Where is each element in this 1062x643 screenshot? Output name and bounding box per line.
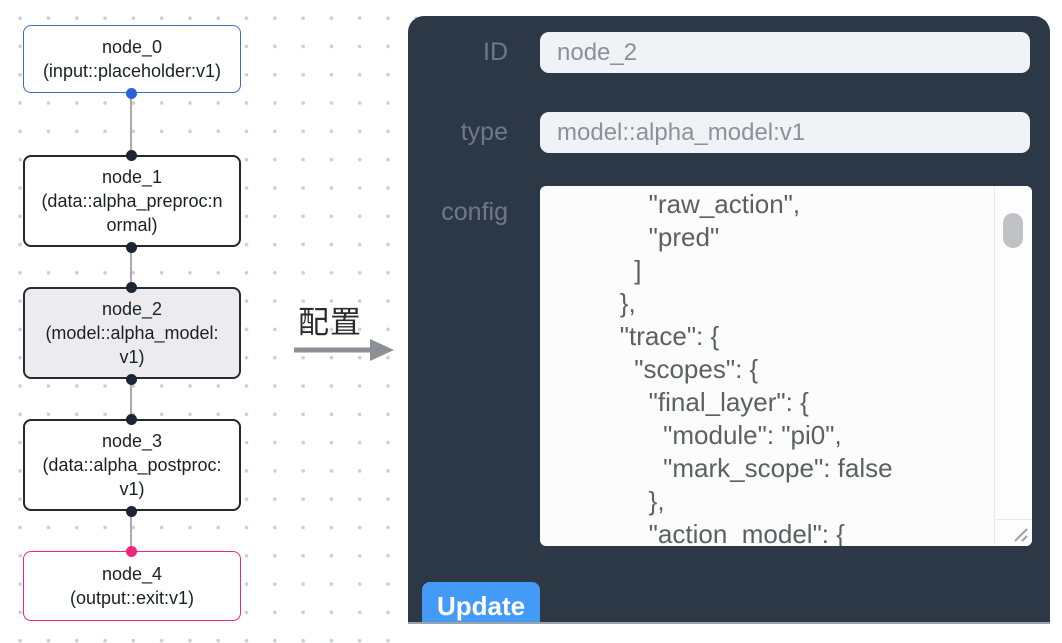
flow-node-4[interactable]: node_4 (output::exit:v1)	[23, 551, 241, 621]
edge-node3-node4	[130, 511, 132, 551]
node-title: node_0	[101, 37, 163, 57]
canvas-margin	[1050, 0, 1062, 643]
id-field-label: ID	[483, 38, 508, 66]
edge-node0-node1	[130, 93, 132, 155]
id-input[interactable]	[540, 32, 1030, 73]
config-scrollbar-track[interactable]	[994, 186, 1032, 519]
node-type-label: (data::alpha_postproc:v1)	[42, 455, 222, 499]
node-config-panel: ID type config "raw_action", "pred" ] },…	[408, 16, 1050, 622]
node-type-label: (data::alpha_preproc:normal)	[41, 191, 223, 235]
update-button[interactable]: Update	[422, 582, 540, 622]
node1-input-handle[interactable]	[126, 149, 137, 161]
node0-output-handle[interactable]	[126, 87, 137, 99]
config-scrollbar-thumb[interactable]	[1003, 213, 1023, 248]
config-textarea[interactable]: "raw_action", "pred" ] }, "trace": { "sc…	[540, 186, 1032, 546]
config-json-text: "raw_action", "pred" ] }, "trace": { "sc…	[619, 189, 893, 546]
flow-node-2-selected[interactable]: node_2 (model::alpha_model:v1)	[23, 287, 241, 379]
config-field-label: config	[441, 198, 508, 226]
node-type-label: (output::exit:v1)	[69, 588, 195, 608]
flow-node-0[interactable]: node_0 (input::placeholder:v1)	[23, 25, 241, 93]
node1-output-handle[interactable]	[126, 241, 137, 253]
node-title: node_2	[101, 299, 163, 319]
node-type-label: (input::placeholder:v1)	[42, 61, 222, 81]
config-scrollbar-corner	[994, 519, 1032, 546]
node-title: node_3	[101, 431, 163, 451]
type-field-label: type	[460, 118, 508, 146]
right-arrow-icon	[294, 339, 394, 361]
node-title: node_4	[101, 564, 163, 584]
node2-input-handle[interactable]	[126, 281, 137, 293]
resize-handle-icon[interactable]	[1010, 524, 1030, 544]
node-type-label: (model::alpha_model:v1)	[45, 323, 219, 367]
edge-node1-node2	[130, 247, 132, 287]
node4-input-handle[interactable]	[126, 545, 137, 557]
node3-input-handle[interactable]	[126, 413, 137, 425]
annotation-label: 配置	[298, 305, 362, 340]
canvas-margin	[408, 622, 1062, 643]
edge-node2-node3	[130, 379, 132, 419]
flow-node-3[interactable]: node_3 (data::alpha_postproc:v1)	[23, 419, 241, 511]
flow-node-1[interactable]: node_1 (data::alpha_preproc:normal)	[23, 155, 241, 247]
node2-output-handle[interactable]	[126, 373, 137, 385]
node3-output-handle[interactable]	[126, 505, 137, 517]
type-input[interactable]	[540, 112, 1030, 153]
node-title: node_1	[101, 167, 163, 187]
